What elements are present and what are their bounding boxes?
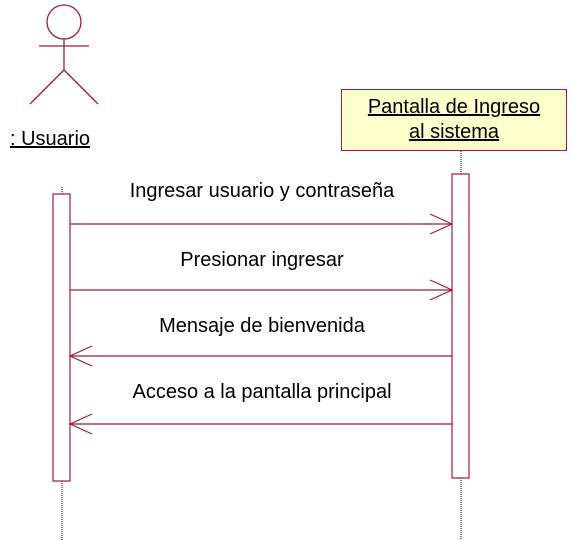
message-label-3: Mensaje de bienvenida bbox=[159, 315, 365, 337]
object-name-line1: Pantalla de Ingreso bbox=[367, 96, 541, 118]
message-label-1: Ingresar usuario y contraseña bbox=[129, 180, 395, 202]
message-arrow-4 bbox=[68, 413, 452, 435]
message-arrow-1 bbox=[70, 213, 454, 235]
actor-left-leg bbox=[29, 69, 65, 105]
actor-figure-icon bbox=[29, 4, 99, 105]
object-box: Pantalla de Ingreso al sistema bbox=[341, 89, 567, 151]
message-label-2: Presionar ingresar bbox=[180, 249, 344, 271]
message-arrow-2 bbox=[70, 279, 454, 301]
actor-name: : Usuario bbox=[10, 128, 91, 150]
actor-right-leg bbox=[63, 69, 99, 105]
message-label-4: Acceso a la pantalla principal bbox=[132, 381, 392, 403]
object-name-line2: al sistema bbox=[408, 121, 500, 143]
message-arrow-3 bbox=[68, 345, 452, 367]
actor-head bbox=[46, 4, 82, 40]
object-activation-bar bbox=[451, 173, 470, 479]
actor-activation-bar bbox=[52, 193, 71, 482]
